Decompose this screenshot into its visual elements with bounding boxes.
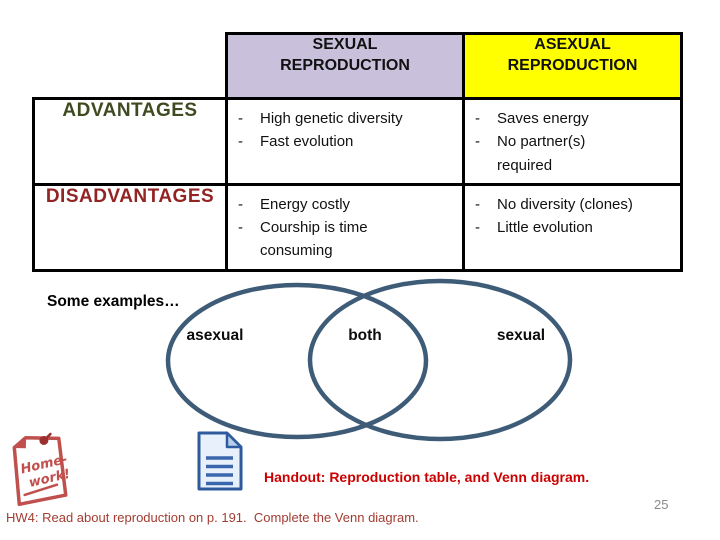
some-examples-caption: Some examples… xyxy=(47,293,180,310)
venn-label-asexual: asexual xyxy=(186,327,244,344)
bullet-dash: - xyxy=(475,133,480,151)
list-item-text: Fast evolution xyxy=(260,133,354,151)
bullet-dash: - xyxy=(238,219,243,236)
list-item-text: No diversity (clones) xyxy=(497,195,633,213)
venn-sexual-ellipse xyxy=(307,278,573,442)
list-item-text: Saves energy xyxy=(497,110,589,127)
advantages-row-label: ADVANTAGES xyxy=(32,97,228,186)
homework-instruction: HW4: Read about reproduction on p. 191. … xyxy=(6,510,419,525)
list-item: - No diversity (clones) xyxy=(475,193,674,216)
sexual-disadvantages-cell: - Energy costly - Courship is time consu… xyxy=(225,182,465,272)
venn-label-sexual: sexual xyxy=(496,327,546,344)
asexual-disadvantages-cell: - No diversity (clones) - Little evoluti… xyxy=(462,182,683,272)
bullet-dash: - xyxy=(238,133,243,151)
bullet-dash: - xyxy=(475,195,480,213)
page-number: 25 xyxy=(654,497,669,512)
document-text-lines xyxy=(206,456,233,486)
document-fold-corner xyxy=(225,431,243,449)
bullet-dash: - xyxy=(475,110,480,127)
list-item: - No partner(s) required xyxy=(475,130,674,177)
bullet-dash: - xyxy=(238,195,243,213)
disadvantages-row-label: DISADVANTAGES xyxy=(32,182,228,272)
venn-label-both: both xyxy=(348,327,382,344)
note-pushpin-needle xyxy=(42,432,52,442)
reproduction-comparison-table: SEXUAL REPRODUCTION ASEXUAL REPRODUCTION… xyxy=(32,32,683,272)
handout-document-icon xyxy=(197,431,243,491)
bullet-dash: - xyxy=(475,219,480,236)
list-item-text: Courship is time consuming xyxy=(260,219,368,260)
bullet-dash: - xyxy=(238,110,243,127)
list-item-text: No partner(s) required xyxy=(497,133,586,174)
asexual-advantages-cell: - Saves energy - No partner(s) required xyxy=(462,97,683,186)
list-item-text: High genetic diversity xyxy=(260,110,403,127)
list-item: - Saves energy xyxy=(475,107,674,130)
list-item: - Little evolution xyxy=(475,216,674,239)
list-item: - Courship is time consuming xyxy=(238,216,456,263)
list-item: - Energy costly xyxy=(238,193,456,216)
sexual-advantages-cell: - High genetic diversity - Fast evolutio… xyxy=(225,97,465,186)
list-item-text: Energy costly xyxy=(260,195,351,213)
list-item: - Fast evolution xyxy=(238,130,456,153)
venn-asexual-ellipse xyxy=(165,282,429,440)
handout-caption: Handout: Reproduction table, and Venn di… xyxy=(264,469,590,485)
empty-corner-cell xyxy=(34,34,227,99)
list-item-text: Little evolution xyxy=(497,219,593,236)
list-item: - High genetic diversity xyxy=(238,107,456,130)
venn-diagram xyxy=(165,278,573,442)
note-underline xyxy=(23,483,59,497)
note-fold xyxy=(12,436,27,449)
asexual-reproduction-header: ASEXUAL REPRODUCTION xyxy=(462,32,683,100)
homework-note-icon: Home- work! xyxy=(12,432,70,507)
sexual-reproduction-header: SEXUAL REPRODUCTION xyxy=(225,32,465,100)
